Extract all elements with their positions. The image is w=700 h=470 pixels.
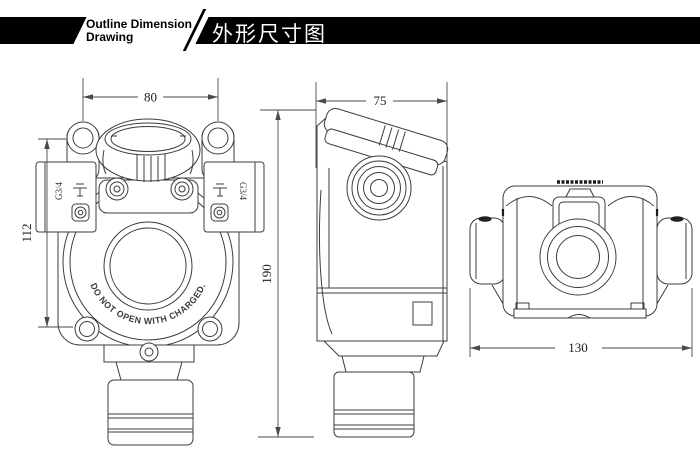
dimension-rear-width: 130 (469, 288, 693, 357)
front-view: DO NOT OPEN WITH CHARGED. (19, 78, 265, 446)
front-sensor-head (107, 379, 194, 446)
side-lens (346, 155, 412, 221)
thread-label-left: G3/4 (54, 182, 64, 201)
rear-view: 130 (469, 180, 693, 357)
dimension-overall-height: 190 (258, 109, 316, 438)
banner-title-en-line2: Drawing (86, 29, 134, 44)
side-body (316, 117, 448, 342)
banner-title-en-line1: Outline Dimension (86, 17, 193, 31)
dim-112-label: 112 (19, 223, 34, 242)
rear-sensor-port (539, 218, 617, 296)
ground-symbol-icon (213, 183, 227, 197)
rear-port-left (469, 217, 506, 285)
side-sensor-head (333, 371, 415, 438)
dimension-front-mount-height: 112 (19, 138, 73, 328)
banner-title-chinese: 外形尺寸图 (212, 23, 327, 46)
port-screw-left (478, 216, 492, 222)
side-dome-cap (323, 108, 449, 176)
ground-symbol-icon (73, 183, 87, 197)
port-screw-right (670, 216, 684, 222)
dim-75-label: 75 (374, 93, 387, 108)
dim-130-label: 130 (568, 340, 588, 355)
front-dome-cap (95, 118, 201, 182)
dim-190-label: 190 (259, 264, 274, 284)
dimension-side-depth: 75 (315, 82, 448, 168)
rear-port-right (656, 217, 693, 285)
thread-label-right: G3/4 (238, 182, 248, 201)
side-view: 75 190 (258, 82, 449, 438)
dim-80-label: 80 (144, 90, 157, 105)
dimension-front-width: 80 (82, 78, 219, 121)
banner-title-english: Outline Dimension Drawing (86, 18, 206, 43)
